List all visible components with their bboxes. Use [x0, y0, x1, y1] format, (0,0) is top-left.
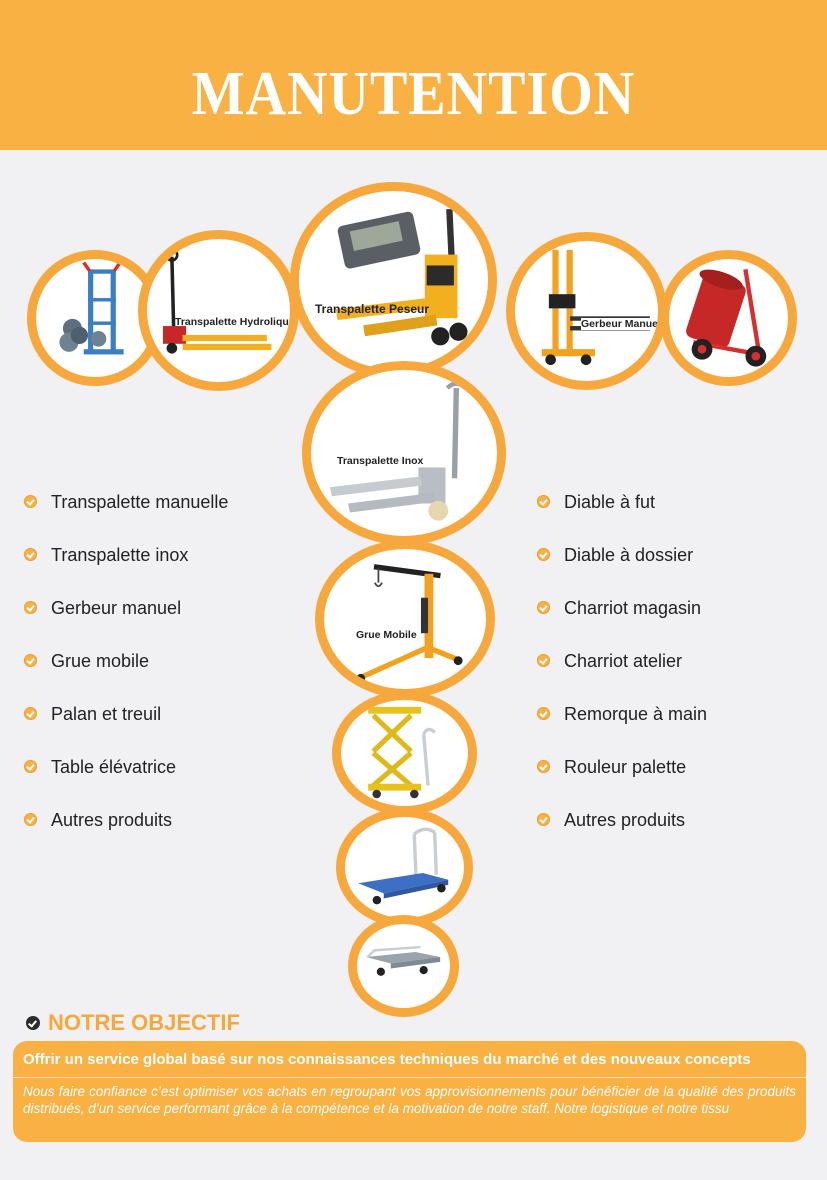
circle-transpalette-hydrolique: Transpalette Hydrolique: [138, 230, 299, 391]
circle-diable-fut: [660, 250, 797, 386]
list-item: Charriot magasin: [537, 598, 707, 651]
circle-table-elevatrice: [332, 691, 477, 815]
hand-truck-image: [59, 261, 124, 355]
folding-cart-image: [366, 945, 441, 976]
check-icon: [537, 548, 550, 561]
circle-transpalette-inox: Transpalette Inox: [302, 361, 506, 545]
check-icon: [24, 548, 37, 561]
objective-headline: Offrir un service global basé sur nos co…: [23, 1051, 751, 1068]
stainless-pallet-truck-image: [330, 381, 467, 521]
mobile-crane-image: [356, 564, 463, 683]
check-icon: [24, 601, 37, 614]
circle-label: Transpalette Hydrolique: [175, 316, 295, 328]
circle-label: Gerbeur Manuel: [581, 318, 661, 330]
list-item: Rouleur palette: [537, 757, 707, 810]
drum-truck-image: [686, 269, 767, 367]
list-item: Remorque à main: [537, 704, 707, 757]
list-item: Charriot atelier: [537, 651, 707, 704]
objective-body: Nous faire confiance c’est optimiser vos…: [23, 1084, 796, 1116]
pallet-truck-image: [162, 248, 272, 354]
list-item: Grue mobile: [24, 651, 228, 704]
circle-gerbeur-manuel: Gerbeur Manuel: [506, 232, 667, 390]
check-icon: [24, 707, 37, 720]
check-icon: [537, 654, 550, 667]
platform-cart-image: [358, 827, 449, 905]
check-icon: [537, 601, 550, 614]
list-item: Diable à fut: [537, 492, 707, 545]
objective-title: NOTRE OBJECTIF: [48, 1010, 240, 1035]
circle-charriot-magasin: [336, 808, 473, 927]
check-icon: [537, 707, 550, 720]
check-icon: [537, 760, 550, 773]
page-title: MANUTENTION: [191, 59, 636, 129]
circle-transpalette-peseur: Transpalette Peseur: [290, 182, 497, 378]
check-icon: [24, 760, 37, 773]
weighing-pallet-truck-image: [335, 209, 468, 346]
list-item: Table élévatrice: [24, 757, 228, 810]
objective-heading: NOTRE OBJECTIF: [26, 1010, 240, 1036]
header-banner: MANUTENTION: [0, 0, 827, 150]
check-circle-icon: [26, 1016, 40, 1030]
left-product-list: Transpalette manuelle Transpalette inox …: [24, 492, 228, 863]
list-item: Gerbeur manuel: [24, 598, 228, 651]
right-product-list: Diable à fut Diable à dossier Charriot m…: [537, 492, 707, 863]
list-item: Autres produits: [24, 810, 228, 863]
objective-box: Offrir un service global basé sur nos co…: [13, 1041, 806, 1142]
manual-stacker-image: [541, 249, 650, 366]
circle-label: Transpalette Peseur: [315, 302, 430, 316]
list-item: Palan et treuil: [24, 704, 228, 757]
circle-label: Grue Mobile: [356, 629, 417, 641]
list-item: Autres produits: [537, 810, 707, 863]
divider: [13, 1077, 806, 1078]
lift-table-image: [368, 706, 437, 799]
check-icon: [537, 495, 550, 508]
circle-label: Transpalette Inox: [337, 455, 424, 467]
check-icon: [24, 654, 37, 667]
check-icon: [537, 813, 550, 826]
list-item: Transpalette manuelle: [24, 492, 228, 545]
list-item: Diable à dossier: [537, 545, 707, 598]
list-item: Transpalette inox: [24, 545, 228, 598]
circle-charriot-atelier: [348, 915, 459, 1017]
circle-grue-mobile: Grue Mobile: [315, 540, 495, 698]
check-icon: [24, 813, 37, 826]
check-icon: [24, 495, 37, 508]
